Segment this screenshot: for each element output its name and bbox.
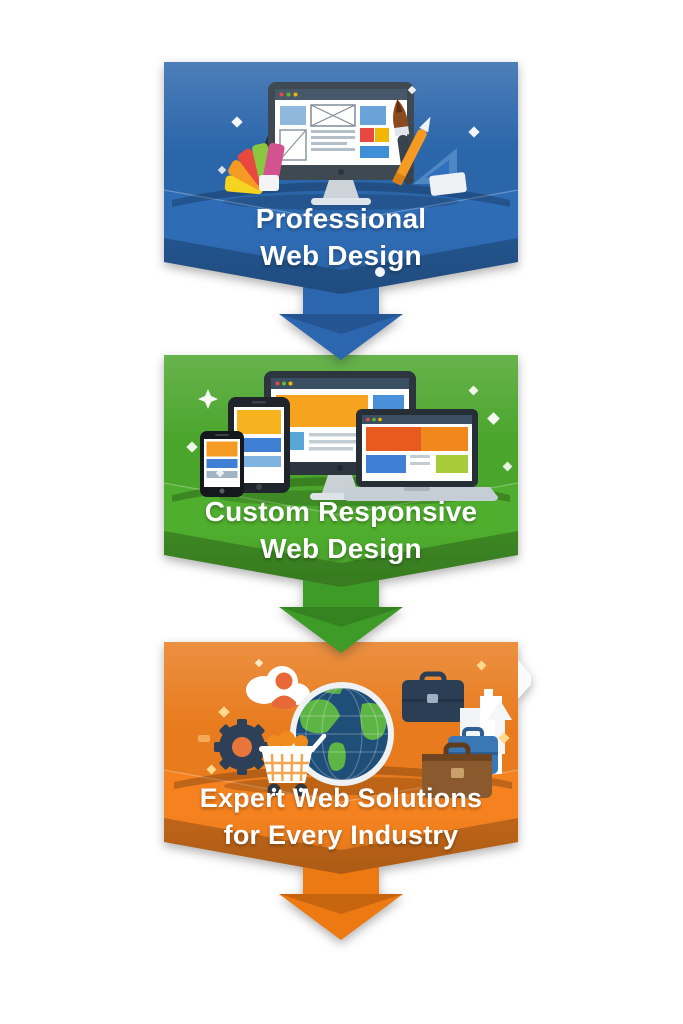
gear-icon	[214, 719, 270, 775]
banner-custom-responsive-web-design: Custom Responsive Web Design	[151, 349, 531, 661]
briefcase-icon	[422, 742, 492, 798]
banner-expert-web-solutions: Expert Web Solutions for Every Industry	[151, 636, 531, 948]
desktop-monitor-icon	[268, 82, 414, 205]
banner-title-line1: Custom Responsive	[204, 496, 478, 527]
banner-professional-web-design: Professional Web Design	[151, 56, 531, 368]
banner-title-line2: for Every Industry	[223, 820, 459, 850]
banner-title: Professional Web Design	[164, 200, 518, 274]
down-arrow-icon	[279, 277, 403, 360]
growth-arrow-icon	[488, 700, 512, 754]
globe-icon	[290, 682, 394, 786]
color-swatch-fan-icon	[224, 142, 285, 195]
banner-graphic-solutions	[163, 642, 531, 940]
banner-title-line2: Web Design	[260, 533, 422, 564]
banner-graphic-professional	[163, 62, 519, 360]
down-arrow-icon	[279, 857, 403, 940]
cloud-user-icon	[246, 666, 310, 709]
laptop-icon	[344, 409, 498, 501]
banner-title-line2: Web Design	[260, 240, 422, 271]
smartphone-icon	[200, 431, 244, 497]
banner-title-line1: Professional	[255, 203, 427, 234]
eraser-icon	[429, 172, 467, 196]
briefcase-icon	[402, 671, 464, 722]
banner-graphic-responsive	[163, 355, 519, 653]
banner-title: Custom Responsive Web Design	[164, 493, 518, 567]
banner-title: Expert Web Solutions for Every Industry	[164, 780, 518, 854]
web-solutions-illustration	[174, 658, 512, 798]
shopping-cart-icon	[259, 731, 327, 797]
responsive-devices-illustration	[172, 371, 513, 506]
down-arrow-icon	[279, 570, 403, 653]
pen-icon	[392, 116, 431, 186]
banner-title-line1: Expert Web Solutions	[199, 783, 483, 813]
web-design-illustration	[172, 82, 510, 277]
